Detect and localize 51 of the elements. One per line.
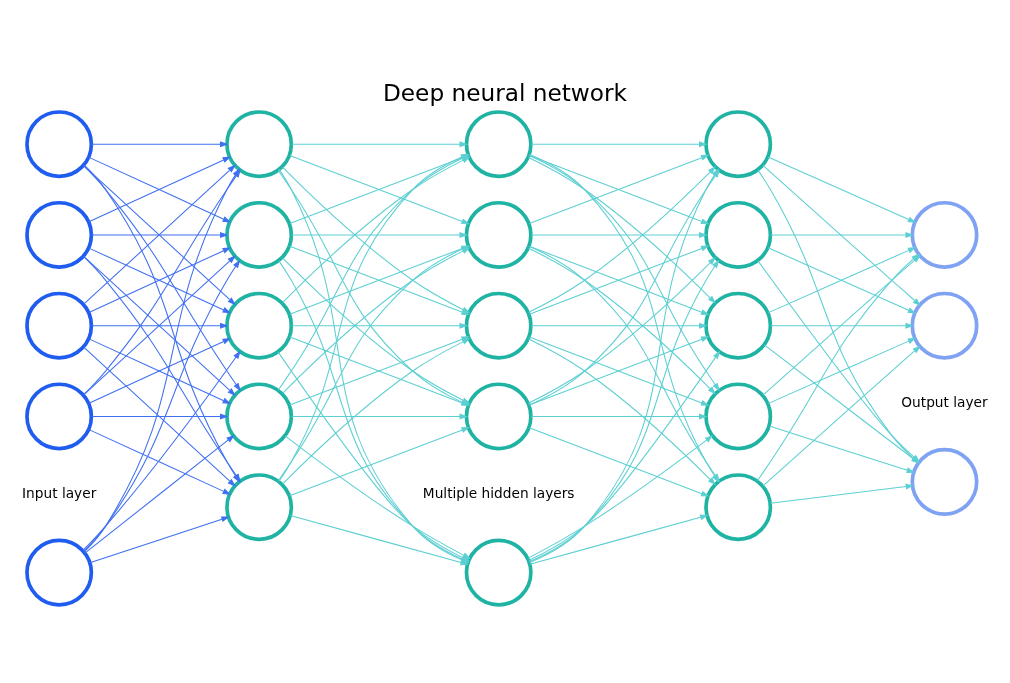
arrow [528,336,710,406]
arrow [291,413,468,420]
arrow [770,231,914,238]
label: Multiple hidden layers [422,485,575,502]
arrow [83,259,241,552]
arrow [83,346,236,487]
arrow [89,516,230,564]
arrow [91,322,229,329]
node-circle [25,382,94,451]
arrow [527,338,716,486]
arrow [91,413,229,420]
arrow [289,427,470,497]
arrow [83,255,236,396]
arrow [767,337,917,405]
arrow [82,350,241,551]
arrow [528,154,710,225]
arrow [88,156,232,223]
node-circle [464,382,533,451]
node-circle [464,110,533,179]
arrow [527,435,714,559]
arrow [91,231,229,238]
node-circle [464,200,533,269]
node-circle [25,291,94,360]
arrow [530,413,708,420]
arrow [769,483,915,504]
arrow [530,231,708,238]
arrow [529,514,709,565]
arrow [767,247,917,314]
label: Input layer [22,485,97,502]
arrow [528,259,720,563]
arrow [91,141,229,148]
label: Output layer [901,394,988,411]
node-circle [25,110,94,179]
arrow [767,156,917,223]
arrow [528,245,720,483]
arrow [768,425,916,473]
arrow [530,322,708,329]
arrow [528,427,710,497]
arrow [88,429,232,495]
arrow [291,322,468,329]
arrow [84,434,235,554]
arrow [528,350,721,561]
arrow [82,255,241,483]
arrow [530,141,708,148]
diagram-title: Deep neural network [382,79,628,107]
arrow [770,322,914,329]
node-circle [464,291,533,360]
node-circle [25,538,94,607]
arrow [291,231,468,238]
node-circle [25,200,94,269]
arrow [291,141,468,148]
